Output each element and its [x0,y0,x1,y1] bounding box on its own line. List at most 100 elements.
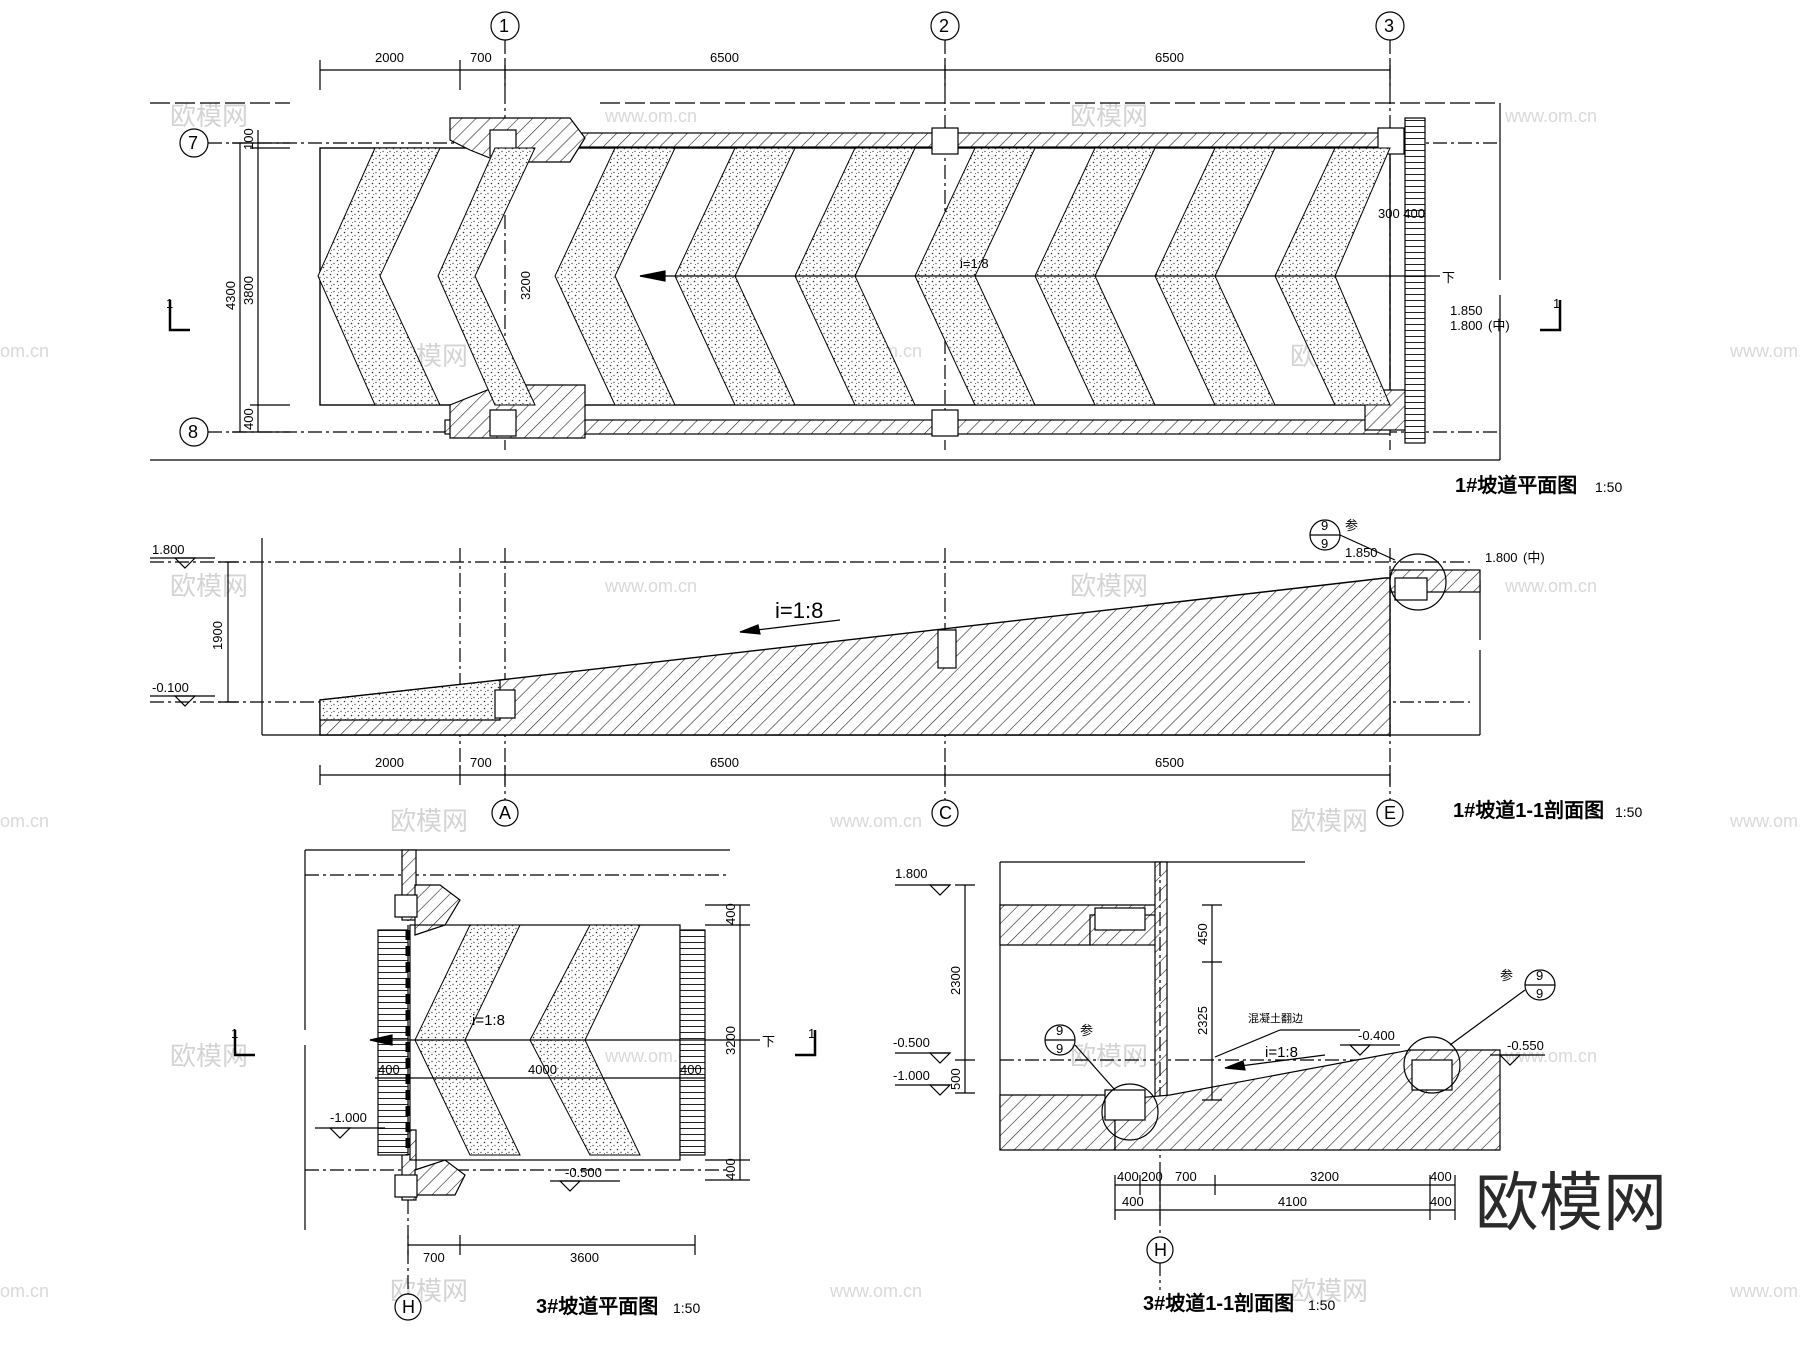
dimension-text: 400 [1430,1194,1452,1209]
elevation-label: 1.850 [1345,545,1378,560]
slope-label: i=1:8 [472,1012,505,1029]
dimension-text: 200 [1141,1169,1163,1184]
watermark-text: 欧模网 [390,806,468,836]
axis-label: H [1154,1240,1167,1260]
watermark-text: 欧模网 [1290,1276,1368,1306]
dimension-text: 300 400 [1378,206,1425,221]
watermark-url: www.om.cn [1729,1281,1800,1301]
detail-ref: 9 [1536,986,1543,1001]
elevation-label: 1.850 [1450,303,1483,318]
dimension-text: 400 [723,903,738,925]
elevation-label: 1.800 [152,542,185,557]
ramp1-section-labels: 1.800 -0.100 1900 1.850 1.800 (中) 9 9 参 … [152,518,1642,823]
dimension-line-left [232,130,290,433]
dimension-text: 3800 [241,276,256,305]
drawing-title: 3#坡道1-1剖面图 [1143,1291,1294,1315]
elevation-note: (中) [1488,318,1510,333]
watermark-url: www.om.cn [604,576,697,596]
section-mark: 1 [808,1026,815,1041]
elevation-label: 1.800 [1485,550,1518,565]
down-label: 下 [1442,270,1455,285]
dimension-text: 2000 [375,50,404,65]
detail-ref: 9 [1536,968,1543,983]
dimension-text: 6500 [710,755,739,770]
slope-label: i=1:8 [960,256,989,271]
watermark-url: om.cn [0,341,49,361]
elevation-label: -0.550 [1507,1038,1544,1053]
dimension-text: 450 [1195,923,1210,945]
dimension-text: 6500 [1155,50,1184,65]
ramp1-plan [150,11,1562,461]
watermark-url: om.cn [0,1281,49,1301]
section-mark: 1 [166,296,173,311]
drawing-scale: 1:50 [1595,479,1622,495]
dimension-text: 400 [1117,1169,1139,1184]
detail-ref: 9 [1056,1041,1063,1056]
watermark-text: 欧模网 [1070,571,1148,601]
dimension-text: 3200 [1310,1169,1339,1184]
watermark-url: www.om.cn [1729,341,1800,361]
dimension-text: 400 [1122,1194,1144,1209]
dimension-text: 700 [1175,1169,1197,1184]
dimension-text: 6500 [710,50,739,65]
drawing-title: 1#坡道平面图 [1455,473,1577,497]
detail-ref: 9 [1321,518,1328,533]
elevation-label: -0.500 [565,1165,602,1180]
axis-label: 8 [188,422,198,442]
dimension-text: 2000 [375,755,404,770]
detail-ref: 9 [1056,1023,1063,1038]
detail-ref-note: 参 [1345,518,1358,533]
slope-label: i=1:8 [775,598,823,623]
ramp3-plan-labels: i=1:8 下 400 3200 400 400 4000 400 -1.000… [231,903,815,1318]
dimension-text: 700 [423,1250,445,1265]
watermark-url: www.om.cn [604,1046,697,1066]
watermark-text: 欧模网 [170,571,248,601]
drawing-scale: 1:50 [1308,1297,1335,1313]
watermark-text: 欧模网 [1070,101,1148,131]
dimension-text: 4000 [528,1062,557,1077]
axis-label: H [402,1297,415,1317]
dimension-text: 400 [378,1062,400,1077]
section-mark: 1 [1553,296,1560,311]
watermark-url: www.om.cn [604,106,697,126]
axis-label: E [1384,803,1396,823]
ramp3-section-labels: 1.800 -0.500 -1.000 2300 500 450 2325 混凝… [893,866,1544,1315]
detail-ref: 9 [1321,536,1328,551]
elevation-label: -1.000 [893,1068,930,1083]
watermark-url: www.om.cn [1504,1046,1597,1066]
drawing-scale: 1:50 [673,1300,700,1316]
ramp1-section [150,519,1481,827]
watermark-url: www.om.cn [829,1281,922,1301]
axis-label: C [939,803,952,823]
watermark-url: www.om.cn [829,811,922,831]
dimension-line-top [319,60,1391,90]
axis-label: 1 [499,16,509,36]
dimension-text: 700 [470,50,492,65]
dimension-text: 3200 [518,271,533,300]
drawing-title: 1#坡道1-1剖面图 [1453,798,1604,822]
elevation-label: 1.800 [895,866,928,881]
brand-logo: 欧模网 [1475,1167,1667,1239]
elevation-label: -0.100 [152,680,189,695]
axis-label: 3 [1384,16,1394,36]
dimension-text: 1900 [210,621,225,650]
axis-label: A [499,803,511,823]
dimension-text: 6500 [1155,755,1184,770]
dimension-text: 400 [1430,1169,1452,1184]
watermark-text: 欧模网 [1070,1041,1148,1071]
detail-ref-note: 参 [1080,1023,1093,1038]
note-label: 混凝土翻边 [1248,1011,1303,1025]
down-label: 下 [762,1034,775,1049]
ramp3-section [895,861,1556,1290]
watermark-text: 欧模网 [170,101,248,131]
dimension-text: 3600 [570,1250,599,1265]
watermark-url: om.cn [0,811,49,831]
elevation-label: -1.000 [330,1110,367,1125]
dimension-text: 100 [241,128,256,150]
elevation-label: -0.400 [1358,1028,1395,1043]
drawing-scale: 1:50 [1615,804,1642,820]
dimension-text: 500 [948,1068,963,1090]
dimension-text: 2325 [1195,1006,1210,1035]
dimension-text: 4300 [223,281,238,310]
elevation-note: (中) [1523,550,1545,565]
